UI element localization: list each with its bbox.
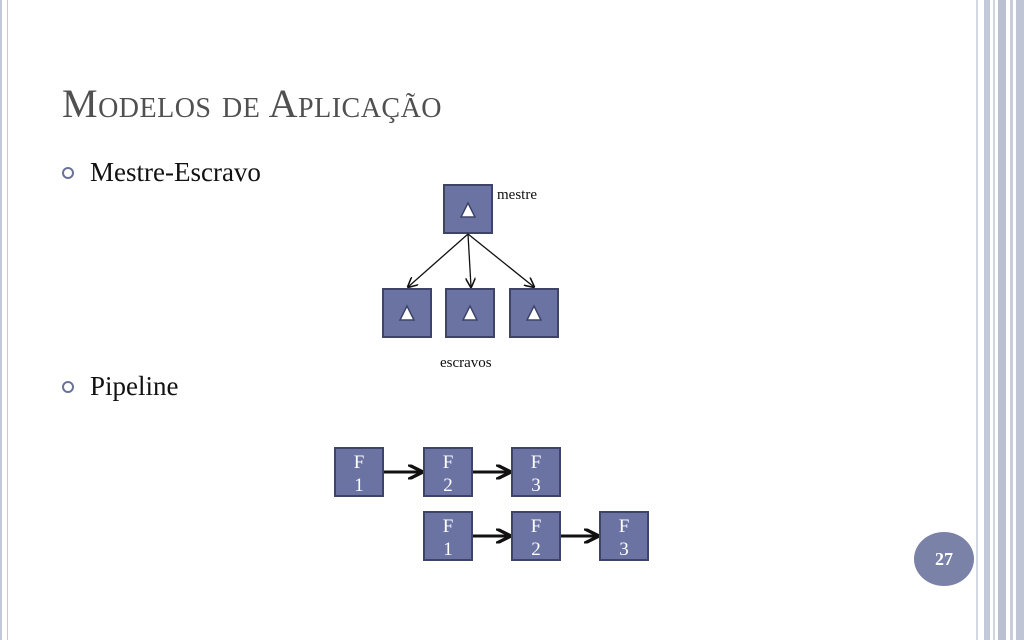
- stage-number: 1: [354, 475, 364, 496]
- master-label: mestre: [497, 187, 537, 203]
- pipeline-stage: F 1: [334, 447, 384, 497]
- stage-number: 3: [619, 539, 629, 560]
- master-slave-edge: [468, 233, 471, 287]
- left-border-line: [0, 0, 2, 640]
- stage-letter: F: [354, 452, 365, 473]
- slide-title: Modelos de Aplicação: [62, 81, 443, 126]
- pipeline-stage: F 2: [511, 511, 561, 561]
- master-slave-diagram: mestre escravos: [382, 184, 559, 371]
- stage-letter: F: [619, 516, 630, 537]
- right-decor-band: [984, 0, 990, 640]
- page-number-badge: 27: [914, 532, 974, 586]
- slave-node: [509, 288, 559, 338]
- bullet-text: Pipeline: [90, 371, 179, 401]
- stage-number: 3: [531, 475, 541, 496]
- stage-number: 1: [443, 539, 453, 560]
- stage-letter: F: [531, 516, 542, 537]
- stage-letter: F: [443, 516, 454, 537]
- slave-node: [445, 288, 495, 338]
- pipeline-stage: F 3: [599, 511, 649, 561]
- right-decor-band: [976, 0, 978, 640]
- pipeline-row: F 1 F 2 F 3: [334, 447, 561, 497]
- pipeline-row: F 1 F 2 F 3: [423, 511, 649, 561]
- slaves-label: escravos: [440, 355, 492, 371]
- stage-letter: F: [531, 452, 542, 473]
- right-decor-band: [1010, 0, 1013, 640]
- right-decor-band: [1016, 0, 1024, 640]
- bullet-circle-icon: [62, 380, 74, 393]
- stage-number: 2: [443, 475, 453, 496]
- pipeline-stage: F 3: [511, 447, 561, 497]
- stage-letter: F: [443, 452, 454, 473]
- master-slave-edge: [467, 233, 534, 287]
- bullet-text: Mestre-Escravo: [90, 157, 261, 187]
- pipeline-stage: F 1: [423, 511, 473, 561]
- bullet-circle-icon: [62, 166, 74, 179]
- left-border-line-inner: [7, 0, 8, 640]
- bullet-pipeline: Pipeline: [62, 371, 179, 402]
- pipeline-stage: F 2: [423, 447, 473, 497]
- stage-number: 2: [531, 539, 541, 560]
- master-slave-edge: [408, 233, 469, 287]
- slave-node: [382, 288, 432, 338]
- master-node: [443, 184, 493, 234]
- bullet-master-slave: Mestre-Escravo: [62, 157, 261, 188]
- right-decor-band: [998, 0, 1006, 640]
- right-decor-band: [993, 0, 995, 640]
